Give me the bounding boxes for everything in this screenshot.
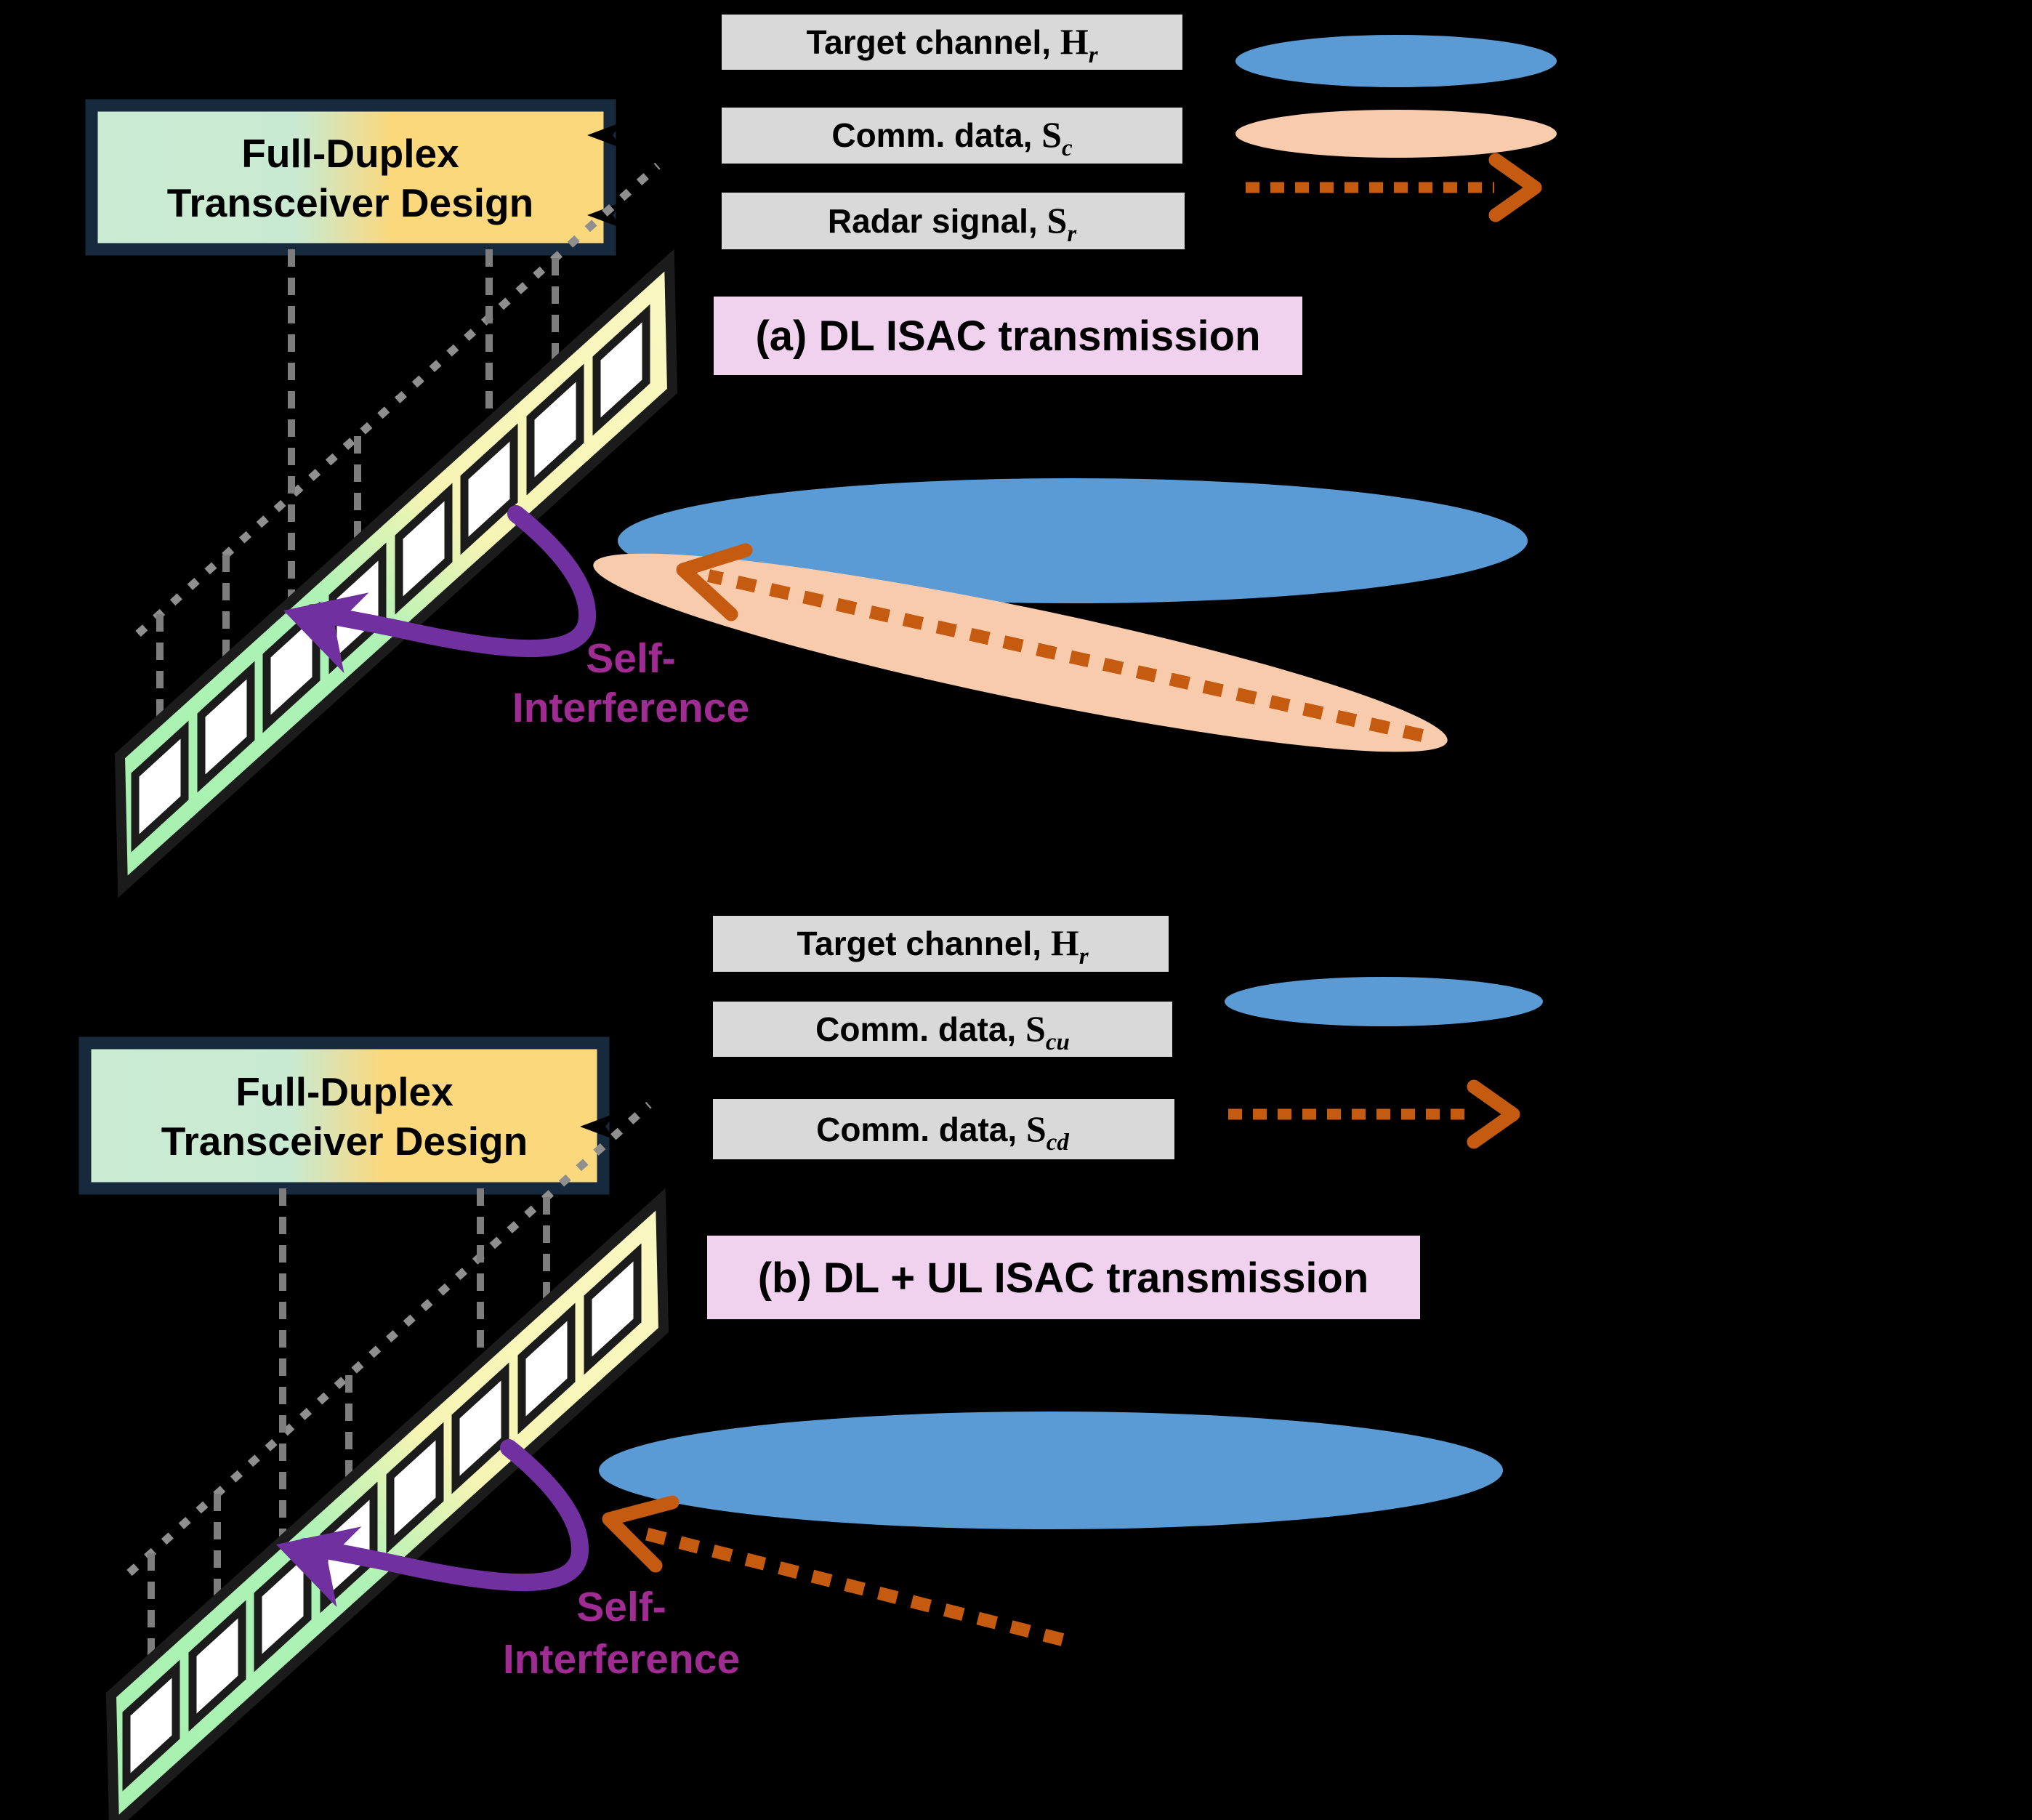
ul-comm-signal-arrowhead-icon	[602, 1495, 680, 1573]
section-b: Target channel, Hr Comm. data, Scu Comm.…	[78, 916, 1543, 1820]
legend-label-comm-data: Comm. data, Sc	[831, 114, 1073, 161]
self-interference-label-line1: Self-	[576, 1584, 666, 1630]
legend-blue-ellipse-icon	[1225, 977, 1543, 1026]
legend-box-comm-data	[722, 108, 1182, 164]
legend-box-comm-data-dl	[713, 1099, 1174, 1159]
caption-b-box	[707, 1236, 1420, 1319]
transceiver-line2: Transceiver Design	[161, 1119, 528, 1164]
transceiver-line1: Full-Duplex	[235, 1069, 453, 1114]
ul-comm-signal-dash	[632, 1524, 1065, 1646]
legend-label-radar-signal: Radar signal, Sr	[828, 200, 1077, 247]
legend-blue-ellipse-icon	[1235, 35, 1557, 87]
legend-box-radar-signal	[722, 193, 1185, 249]
target-channel-beam	[599, 1412, 1503, 1529]
self-interference-curve	[304, 505, 597, 658]
transceiver-box	[85, 99, 616, 256]
self-interference-label-line2: Interference	[512, 685, 749, 731]
legend-comm-arrow-head-icon	[1467, 1079, 1520, 1149]
transceiver-line2: Transceiver Design	[167, 180, 533, 225]
self-interference-curve	[297, 1439, 589, 1592]
legend-box-target-channel	[713, 916, 1169, 972]
caption-a-box	[714, 297, 1302, 375]
legend-label-comm-data-ul: Comm. data, Scu	[815, 1008, 1070, 1055]
radar-signal-arrowhead-icon	[676, 543, 753, 621]
legend-peach-ellipse-icon	[1235, 110, 1557, 158]
legend-label-target-channel: Target channel, Hr	[806, 21, 1098, 68]
self-interference-label-line2: Interference	[503, 1636, 740, 1683]
legend-box-comm-data-ul	[713, 1002, 1172, 1057]
transceiver-box	[78, 1036, 610, 1195]
caption-a-text: (a) DL ISAC transmission	[755, 313, 1260, 360]
self-interference-label-line1: Self-	[586, 635, 676, 682]
transceiver-line1: Full-Duplex	[241, 131, 459, 176]
legend-box-target-channel	[722, 15, 1182, 70]
caption-b-text: (b) DL + UL ISAC transmission	[758, 1255, 1369, 1302]
target-channel-beam	[618, 478, 1528, 603]
legend-label-comm-data-dl: Comm. data, Scd	[816, 1108, 1069, 1156]
legend-radar-arrow-head-icon	[1488, 153, 1542, 222]
section-a: Target channel, Hr Comm. data, Sc Radar …	[85, 15, 1557, 898]
legend-label-target-channel: Target channel, Hr	[797, 922, 1089, 970]
